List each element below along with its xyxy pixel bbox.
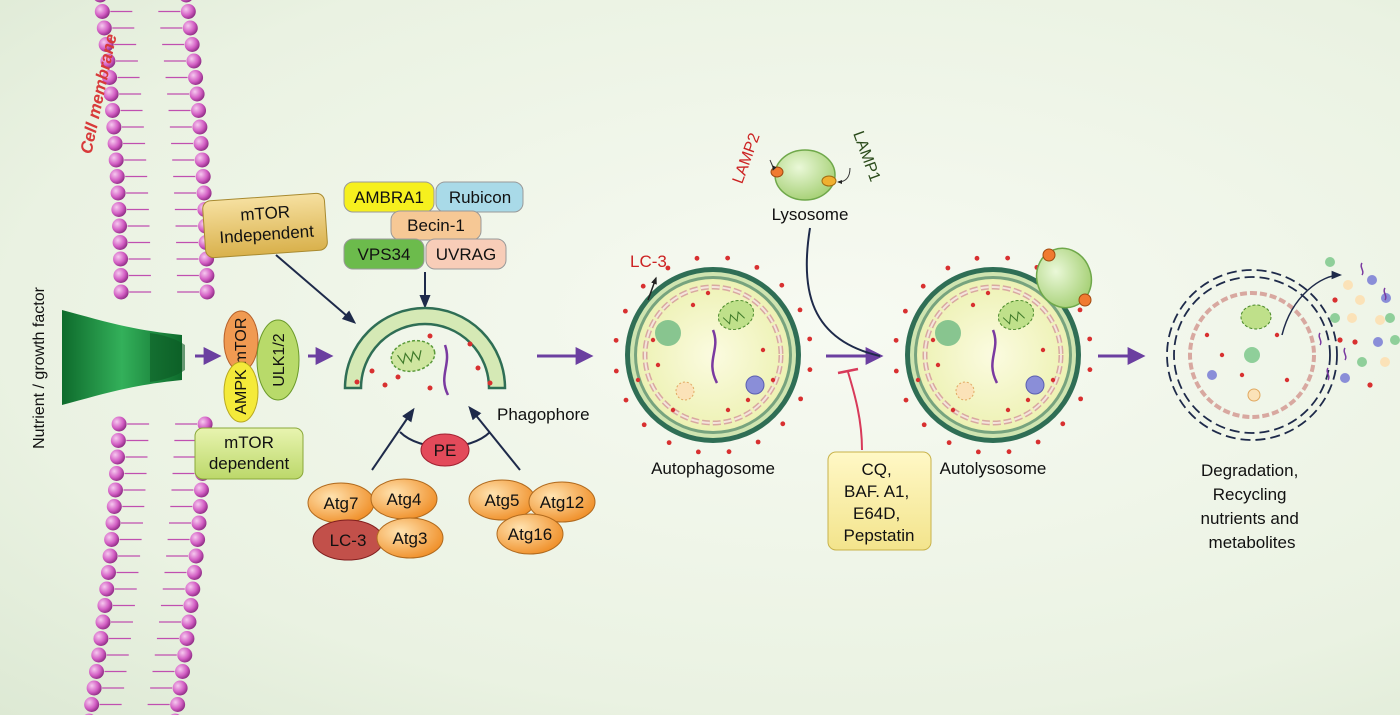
degradation-label: Degradation, Recycling nutrients and met…: [1200, 461, 1303, 552]
autophagosome: [613, 255, 813, 455]
atg-right-cluster: Atg5 Atg12 Atg16: [468, 479, 596, 555]
atg5-label: Atg5: [485, 491, 520, 510]
atg-left-cluster: Atg7 Atg4 LC-3 Atg3: [307, 478, 444, 561]
becin-label: Becin-1: [407, 216, 465, 235]
ulk-label: ULK1/2: [271, 333, 288, 386]
lysosome-fusion-arrow: [805, 227, 881, 357]
lc3-atg-label: LC-3: [330, 531, 367, 550]
autophagosome-label: Autophagosome: [651, 459, 775, 478]
lc3-pointer-arrow: [647, 276, 657, 301]
svg-text:PE: PE: [434, 441, 457, 460]
pe-node: PE: [420, 433, 470, 467]
atg7-label: Atg7: [324, 494, 359, 513]
receptor-label: Nutrient / growth factor: [31, 286, 48, 449]
uvrag-label: UVRAG: [436, 245, 496, 264]
beclin-complex: AMBRA1 Rubicon Becin-1 VPS34 UVRAG: [343, 181, 524, 270]
ambra1-label: AMBRA1: [354, 188, 424, 207]
degradation-vesicle: [1166, 257, 1400, 441]
lamp2-label: LAMP2: [730, 131, 764, 186]
mtor-complex: mTOR AMPK ULK1/2: [223, 310, 300, 423]
rubicon-label: Rubicon: [449, 188, 511, 207]
atg3-label: Atg3: [393, 529, 428, 548]
autophagosome-lc3-label: LC-3: [630, 252, 667, 271]
inhibition-line: [837, 367, 863, 451]
mtor-independent-box: mTORIndependent: [202, 192, 328, 259]
phagophore: [343, 306, 507, 396]
atg4-label: Atg4: [387, 490, 422, 509]
mtor-label: mTOR: [233, 318, 250, 365]
autolysosome: [893, 247, 1093, 455]
atg12-label: Atg12: [540, 493, 584, 512]
atg16-label: Atg16: [508, 525, 552, 544]
inhibitors-box: CQ, BAF. A1, E64D, Pepstatin: [827, 451, 932, 551]
lamp1-label: LAMP1: [849, 129, 883, 184]
vps34-label: VPS34: [358, 245, 411, 264]
lysosome-label: Lysosome: [772, 205, 849, 224]
ampk-label: AMPK: [233, 369, 250, 415]
nutrient-receptor: [62, 310, 185, 405]
autolysosome-label: Autolysosome: [940, 459, 1047, 478]
svg-text:CQ, BAF. A1, E64D,: CQ, BAF. A1, E64D, Pepstatin: [844, 460, 915, 545]
phagophore-label: Phagophore: [497, 405, 590, 424]
lysosome: [769, 149, 851, 201]
phagophore-dots: [354, 333, 493, 391]
